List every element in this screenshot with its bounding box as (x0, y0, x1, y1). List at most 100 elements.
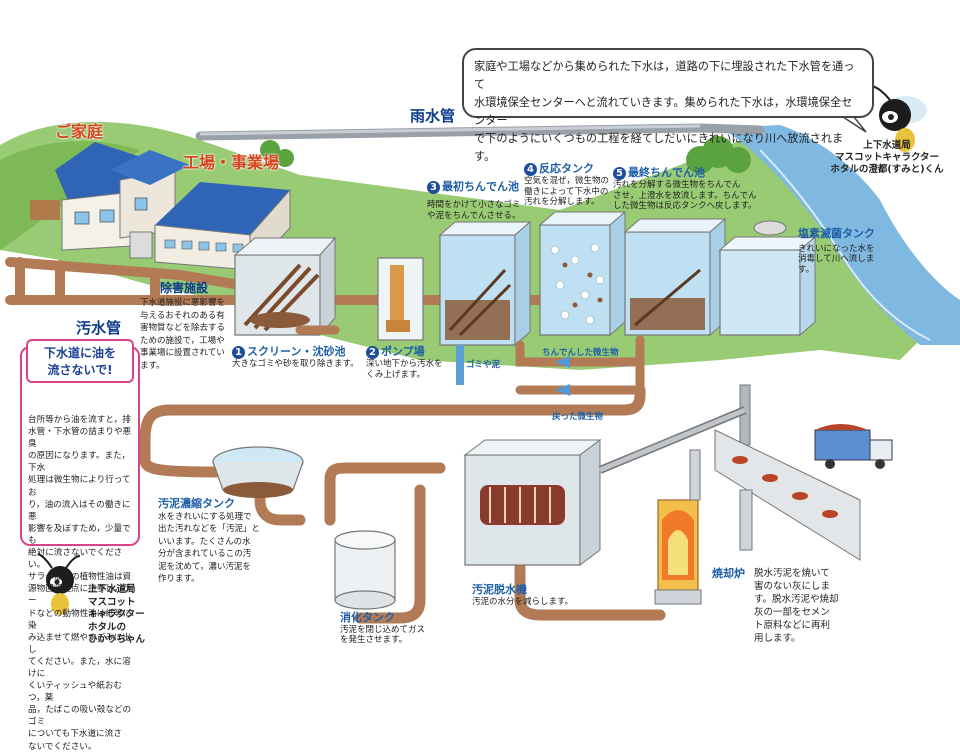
step-desc: 汚れを分解する微生物をちんでん (613, 180, 741, 190)
flow-arrow-icon (555, 356, 570, 396)
step-desc: 汚れを分解します。 (524, 197, 600, 208)
warning-title-line-2: 流さないで! (47, 363, 113, 377)
incinerator (654, 384, 751, 605)
step-number: 1 (232, 346, 245, 359)
step-desc: した微生物は反応タンクへ戻します。 (613, 201, 757, 212)
disinfection-desc: 消毒して川へ流しま (798, 254, 875, 265)
mascot-top-line-2: マスコットキャラクター (834, 152, 940, 163)
step-number: 5 (613, 167, 626, 180)
digester-label: 消化タンク 汚泥を閉じ込めてガス を発生させます。 (340, 611, 425, 646)
disinfection-title: 塩素滅菌タンク (798, 227, 875, 240)
pretreatment-desc-line: 下水道施設に悪影響を (140, 298, 226, 308)
sludge-pipe (139, 384, 666, 624)
warning-line: てください。また，水に溶けに (28, 656, 131, 679)
dewatering-desc: 汚泥の水分を減らします。 (472, 596, 574, 607)
step-desc: 空気を混ぜ，微生物の (524, 176, 610, 186)
step-desc: 働きによって下水中の (524, 186, 609, 197)
warning-line: 品，たばこの吸い殻などのゴミ (28, 705, 132, 728)
mascot-top-line-3: ホタルの澄都(すみと)くん (830, 164, 944, 175)
thickener-desc: 出た汚れなどを「汚泥」と (158, 524, 261, 535)
step-desc: させ，上澄水を放流します。ちんでん (613, 190, 757, 201)
disinfection-label: 塩素滅菌タンク きれいになった水を 消毒して川へ流しま す。 (798, 227, 875, 276)
warning-line: ないでください。 (28, 741, 97, 752)
incinerator-desc: 脱水汚泥を焼いて 害のない灰にしま す。脱水汚泥や焼却 灰の一部をセメン ト原料… (754, 567, 839, 645)
step-number: 2 (366, 346, 379, 359)
step-desc: 深い地下から汚水を (366, 359, 443, 369)
disinfection-desc: きれいになった水を (798, 243, 875, 254)
returned-microbes-label: 戻った微生物 (552, 412, 604, 422)
warning-line: についても下水道に流さ (28, 729, 122, 740)
primary-clarifier (438, 220, 532, 385)
warning-line: 源物回収拠点に持参し，ラー (28, 584, 132, 607)
screen-tank (233, 236, 337, 337)
intro-line-2: 水環境保全センターへと流れていきます。集められた下水は，水環境保全センター (474, 96, 853, 127)
intro-bubble: 家庭や工場などから集められた下水は，道路の下に埋設された下水管を通って 水環境保… (462, 48, 874, 163)
pretreatment-desc-line: 与えるおそれのある有 (140, 310, 225, 321)
firefly-mascot-bottom-icon (37, 553, 81, 615)
final-clarifier (623, 217, 727, 337)
thickener-desc: 泥を沈めて，濃い汚泥を (158, 561, 251, 572)
incinerator-desc-line: 灰の一部をセメン (754, 607, 830, 618)
sewage-treatment-diagram: 家庭や工場などから集められた下水は，道路の下に埋設された下水管を通って 水環境保… (0, 48, 960, 752)
mascot-top-line-1: 上下水道局 (863, 140, 911, 151)
warning-line: サラダ油等の植物性油は資 (28, 572, 132, 583)
pump-station (377, 257, 424, 341)
step-title: ポンプ場 (381, 345, 425, 358)
settled-microbes-label: ちんでんした微生物 (542, 348, 619, 358)
mascot-bottom-line: ひかりちゃん (88, 634, 146, 645)
thickener-tank (212, 446, 304, 498)
warning-line: の原因になります。また，下水 (28, 451, 131, 474)
mascot-bottom-line: 上下水道局 (88, 584, 136, 595)
incinerator-desc-line: 害のない灰にしま (754, 581, 831, 592)
mascot-bottom-line: キャラクター (88, 609, 145, 620)
digester-tank (334, 530, 396, 610)
chlorine-tank (718, 220, 817, 337)
mascot-bottom-line: マスコット (88, 596, 136, 608)
factory-icon (129, 182, 291, 272)
firefly-mascot-top-icon (871, 85, 927, 152)
intro-line-1: 家庭や工場などから集められた下水は，道路の下に埋設された下水管を通って (474, 60, 855, 91)
step-title: 最初ちんでん池 (442, 180, 519, 193)
sewer-pipe-label: 汚水管 (76, 319, 122, 337)
factory-label: 工場・事業場 (183, 153, 280, 172)
thickener-desc: いいます。たくさんの水 (158, 536, 251, 547)
house-icon (30, 142, 190, 251)
thickener-desc: 作ります。 (158, 574, 200, 585)
incinerator-title: 焼却炉 (712, 567, 745, 580)
truck-icon (814, 424, 893, 469)
incinerator-desc-line: 脱水汚泥を焼いて (754, 568, 830, 579)
home-label: ご家庭 (55, 122, 104, 141)
pretreatment-desc-line: ます。 (140, 360, 165, 371)
dewatering-label: 汚泥脱水機 汚泥の水分を減らします。 (472, 583, 573, 607)
warning-line: ドなどの動物性油は紙等に染 (28, 608, 132, 631)
warning-line: り，油の流入はその働きに悪 (28, 499, 131, 522)
mascot-bottom-line: ホタルの (88, 621, 127, 633)
step-number: 3 (427, 181, 440, 194)
mascot-top-caption: 上下水道局 マスコットキャラクター ホタルの澄都(すみと)くん (822, 140, 952, 176)
intro-line-3: で下のようにいくつもの工程を経てしだいにきれいになり川へ放流されます。 (474, 132, 844, 163)
step-desc: や泥をちんでんさせる。 (427, 210, 521, 221)
warning-line: 影響を及ぼすため，少量でも (28, 523, 131, 546)
thickener-desc: 水をきれいにする処理で (158, 511, 252, 522)
thickener-title: 汚泥濃縮タンク (158, 497, 235, 510)
digester-desc: 汚泥を閉じ込めてガス (340, 624, 426, 635)
oil-warning-title: 下水道に油を 流さないで! (26, 339, 134, 383)
warning-line: み込ませて燃やすごみに出し (28, 632, 131, 655)
grit-label: ゴミや泥 (466, 360, 501, 370)
conveyor (598, 406, 861, 561)
incinerator-desc-line: 用します。 (754, 633, 801, 644)
step-desc: 大きなゴミや砂を取り除きます。 (232, 359, 359, 369)
warning-line: 処理は微生物により行ってお (28, 475, 131, 498)
aeration-tank (538, 210, 627, 337)
mascot-bottom-caption: 上下水道局 マスコット キャラクター ホタルの ひかりちゃん (88, 584, 145, 647)
incinerator-desc-line: ト原料などに再利 (754, 620, 831, 631)
thickener-label: 汚泥濃縮タンク 水をきれいにする処理で 出た汚れなどを「汚泥」と いいます。たく… (158, 497, 260, 586)
warning-line: 水管・下水管の詰まりや悪臭 (28, 427, 132, 450)
warning-title-line-1: 下水道に油を (43, 346, 116, 360)
pretreatment-label: 除害施設 (160, 281, 209, 295)
pretreatment-desc-line: ための施設で，工場や (140, 335, 225, 346)
